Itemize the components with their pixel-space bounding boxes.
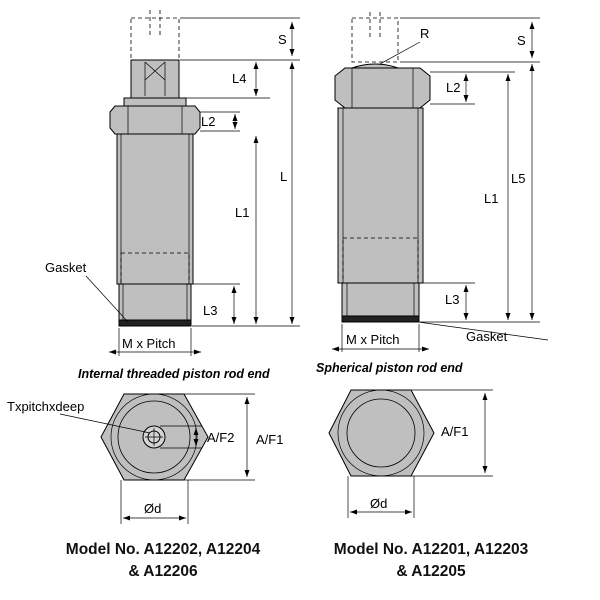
right-end-view: A/F1 Ød (328, 389, 493, 518)
left-thread-label: M x Pitch (122, 336, 175, 351)
left-end-view: Txpitchxdeep A/F2 A/F1 Ød (7, 393, 283, 524)
left-side-view: S L4 L2 L L1 L3 Gasket M x Pitch Interna… (45, 10, 300, 381)
right-dim-r: R (420, 26, 429, 41)
right-model-number: Model No. A12201, A12203 & A12205 (306, 539, 556, 583)
left-end-d: Ød (144, 501, 161, 516)
left-end-tap-label: Txpitchxdeep (7, 399, 84, 414)
left-model-line-2: & A12206 (128, 563, 198, 580)
left-dim-l2: L2 (201, 114, 215, 129)
left-dim-l1: L1 (235, 205, 249, 220)
right-gasket-label: Gasket (466, 329, 508, 344)
left-dim-s: S (278, 32, 287, 47)
left-dim-l: L (280, 169, 287, 184)
left-view-caption: Internal threaded piston rod end (78, 367, 270, 381)
left-end-af2: A/F2 (207, 430, 234, 445)
right-view-caption: Spherical piston rod end (316, 361, 463, 375)
right-thread-label: M x Pitch (346, 332, 399, 347)
left-gasket-label: Gasket (45, 260, 87, 275)
right-end-d: Ød (370, 496, 387, 511)
right-dim-l2: L2 (446, 80, 460, 95)
left-model-line-1: Model No. A12202, A12204 (65, 541, 261, 558)
left-dim-l3: L3 (203, 303, 217, 318)
left-model-number: Model No. A12202, A12204 & A12206 (38, 539, 288, 583)
left-dim-l4: L4 (232, 71, 246, 86)
right-dim-l3: L3 (445, 292, 459, 307)
left-end-af1: A/F1 (256, 432, 283, 447)
right-dim-l1: L1 (484, 191, 498, 206)
right-dim-l5: L5 (511, 171, 525, 186)
right-dim-s: S (517, 33, 526, 48)
right-model-line-2: & A12205 (396, 563, 466, 580)
right-side-view: R S L2 L5 L1 L3 Gasket M x Pitch Spheric… (316, 12, 549, 375)
right-model-line-1: Model No. A12201, A12203 (333, 541, 529, 558)
right-end-af1: A/F1 (441, 424, 468, 439)
